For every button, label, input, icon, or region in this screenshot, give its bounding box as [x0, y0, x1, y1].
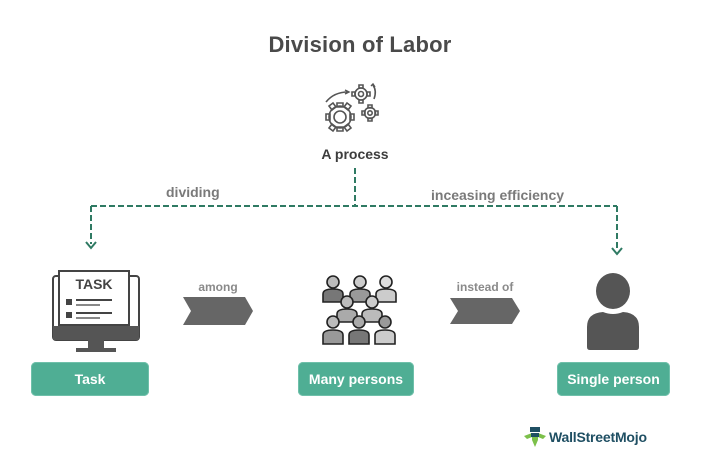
arrow-label-among: among: [198, 280, 238, 294]
node-many-persons: Many persons: [298, 362, 414, 396]
edge-label-dividing: dividing: [166, 184, 220, 200]
arrowheads: [85, 241, 623, 256]
task-icon-text: TASK: [75, 276, 113, 292]
group-people-icon: [322, 275, 397, 345]
among-arrow: [183, 297, 253, 325]
node-task: Task: [31, 362, 149, 396]
arrow-label-instead-of: instead of: [456, 280, 514, 294]
instead-of-arrow: [450, 298, 520, 324]
single-person-icon: [587, 273, 639, 350]
diagram-title: Division of Labor: [268, 32, 452, 57]
connector-lines: [90, 168, 618, 250]
brand-name: WallStreetMojo: [549, 429, 647, 445]
process-label: A process: [321, 146, 389, 162]
node-single-person: Single person: [557, 362, 670, 396]
task-monitor-icon: [52, 270, 140, 352]
edge-label-increasing-efficiency: inceasing efficiency: [431, 187, 565, 203]
gears-icon: [325, 82, 379, 133]
wallstreetmojo-logo-icon: [524, 427, 546, 447]
